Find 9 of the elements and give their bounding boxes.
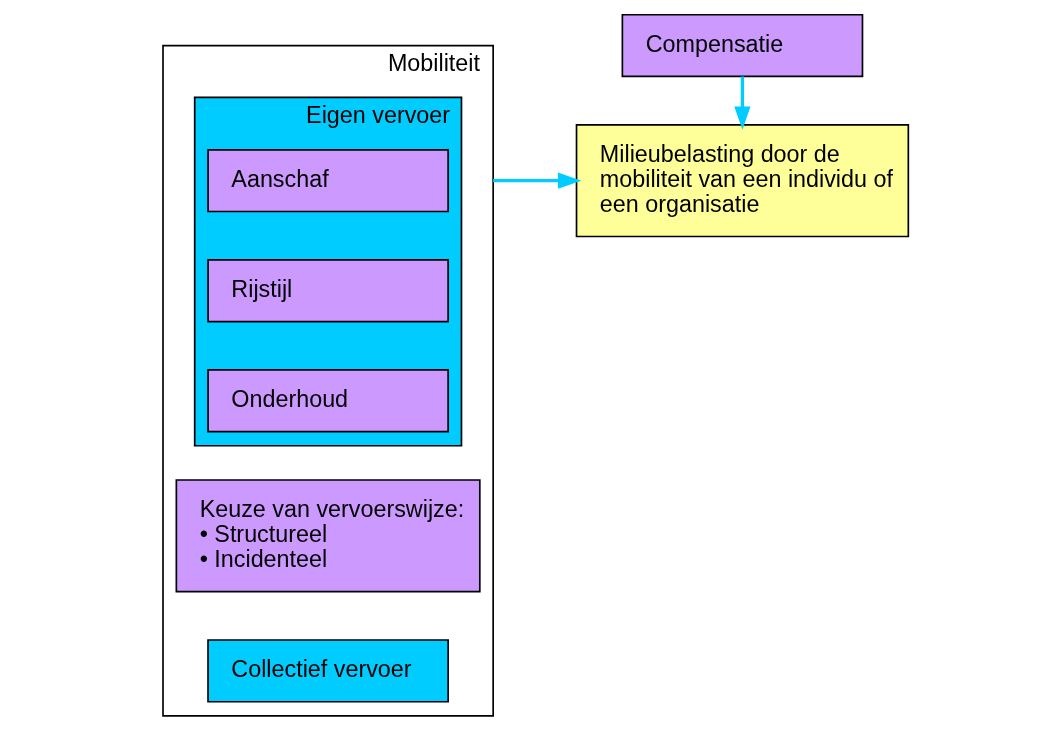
- node-box: Compensatie: [621, 13, 864, 78]
- node-box: Aanschaf: [207, 149, 449, 213]
- node-box: Onderhoud: [207, 369, 449, 433]
- node-box: Rijstijl: [207, 259, 449, 323]
- arrow: [734, 76, 751, 130]
- node-box: Collectief vervoer: [207, 639, 449, 703]
- node-box: Keuze van vervoerswijze: • Structureel • Incidenteel: [175, 479, 481, 593]
- node-box: Milieubelasting door de mobiliteit van een individu of een organisatie: [575, 123, 910, 238]
- arrow: [493, 172, 582, 189]
